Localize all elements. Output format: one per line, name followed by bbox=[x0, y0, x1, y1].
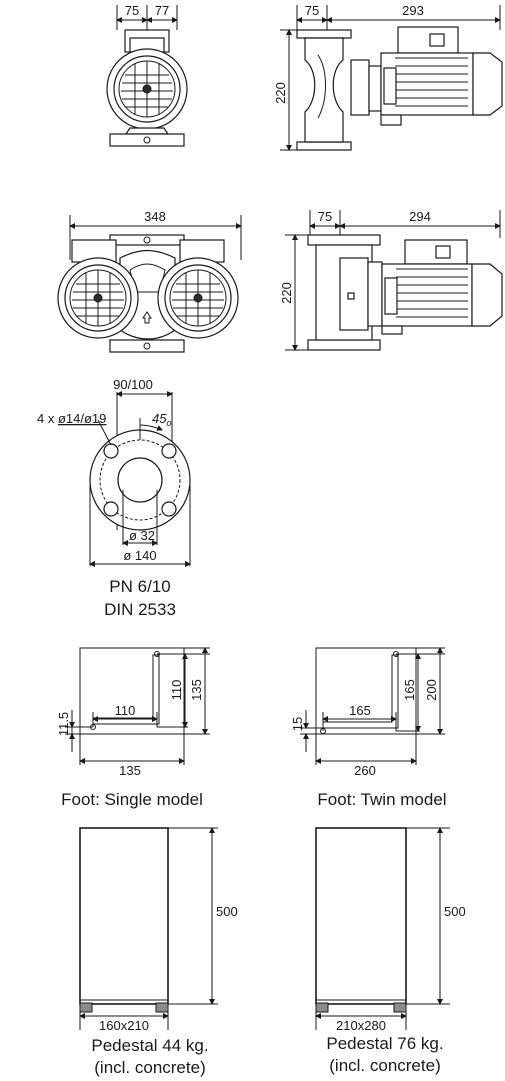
foot-single-dim-inner: 110 bbox=[115, 703, 136, 718]
twin-front-dim-width: 348 bbox=[144, 209, 166, 224]
twin-pump-side-view: 75 294 220 bbox=[279, 209, 503, 351]
foot-twin-caption: Foot: Twin model bbox=[317, 790, 446, 809]
single-side-dim-height: 220 bbox=[273, 82, 288, 104]
pedestal-twin-caption-weight: Pedestal 76 kg. bbox=[326, 1034, 443, 1053]
pedestal-single-drawing: 500 160x210 Pedestal 44 kg. (incl. concr… bbox=[79, 827, 238, 1077]
foot-single-dim-total: 135 bbox=[119, 763, 141, 778]
pedestal-single-caption-note: (incl. concrete) bbox=[94, 1058, 205, 1077]
twin-pump-front-view: 348 bbox=[57, 209, 242, 353]
foot-twin-dim-total: 260 bbox=[354, 763, 376, 778]
foot-twin-drawing: 165 200 165 15 260 Foot: Twin model bbox=[290, 647, 447, 809]
fan-grille-icon bbox=[69, 269, 127, 327]
flange-caption-din: DIN 2533 bbox=[104, 600, 176, 619]
flange-holes-prefix: 4 x bbox=[37, 411, 58, 426]
svg-text:4 x ø14/ø19: 4 x ø14/ø19 bbox=[37, 411, 106, 426]
flange-holes: ø14/ø19 bbox=[58, 411, 106, 426]
fan-grille-icon bbox=[169, 269, 227, 327]
foot-twin-dim-b: 200 bbox=[424, 679, 439, 701]
foot-twin-dim-offset: 15 bbox=[290, 717, 305, 731]
flange-bolt-circle: 90/100 bbox=[113, 377, 153, 392]
flange-detail: 90/100 4 x ø14/ø19 45o ø 32 ø 140 PN 6/1… bbox=[37, 377, 191, 619]
single-front-dim-left: 75 bbox=[125, 3, 139, 18]
pedestal-single-height: 500 bbox=[216, 904, 238, 919]
twin-side-dim-height: 220 bbox=[279, 282, 294, 304]
svg-text:45o: 45o bbox=[152, 411, 171, 428]
flange-outer: ø 140 bbox=[123, 548, 156, 563]
pedestal-twin-base: 210x280 bbox=[336, 1018, 386, 1033]
foot-twin-dim-inner: 165 bbox=[349, 703, 371, 718]
pedestal-twin-height: 500 bbox=[444, 904, 466, 919]
foot-single-dim-a: 110 bbox=[169, 680, 184, 701]
twin-side-dim-flange: 75 bbox=[318, 209, 332, 224]
foot-twin-dim-a: 165 bbox=[402, 679, 417, 701]
fan-grille-icon bbox=[118, 60, 176, 118]
foot-single-drawing: 110 135 110 11.5 135 Foot: Single model bbox=[56, 647, 210, 809]
flange-bore: ø 32 bbox=[129, 528, 155, 543]
single-pump-front-view: 75 77 bbox=[106, 3, 188, 147]
pedestal-twin-caption-note: (incl. concrete) bbox=[329, 1056, 440, 1075]
pedestal-twin-drawing: 500 210x280 Pedestal 76 kg. (incl. concr… bbox=[315, 827, 466, 1075]
foot-single-caption: Foot: Single model bbox=[61, 790, 203, 809]
single-side-dim-length: 293 bbox=[402, 3, 424, 18]
pedestal-single-caption-weight: Pedestal 44 kg. bbox=[91, 1036, 208, 1055]
single-pump-side-view: 75 293 220 bbox=[273, 3, 503, 151]
flange-angle-unit: o bbox=[166, 418, 171, 428]
flange-caption-pn: PN 6/10 bbox=[109, 577, 170, 596]
foot-single-dim-offset: 11.5 bbox=[56, 712, 71, 736]
single-side-dim-flange: 75 bbox=[305, 3, 319, 18]
twin-side-dim-length: 294 bbox=[409, 209, 431, 224]
foot-single-dim-b: 135 bbox=[189, 679, 204, 701]
pedestal-single-base: 160x210 bbox=[99, 1018, 149, 1033]
flange-angle: 45 bbox=[152, 411, 167, 426]
single-front-dim-right: 77 bbox=[155, 3, 169, 18]
